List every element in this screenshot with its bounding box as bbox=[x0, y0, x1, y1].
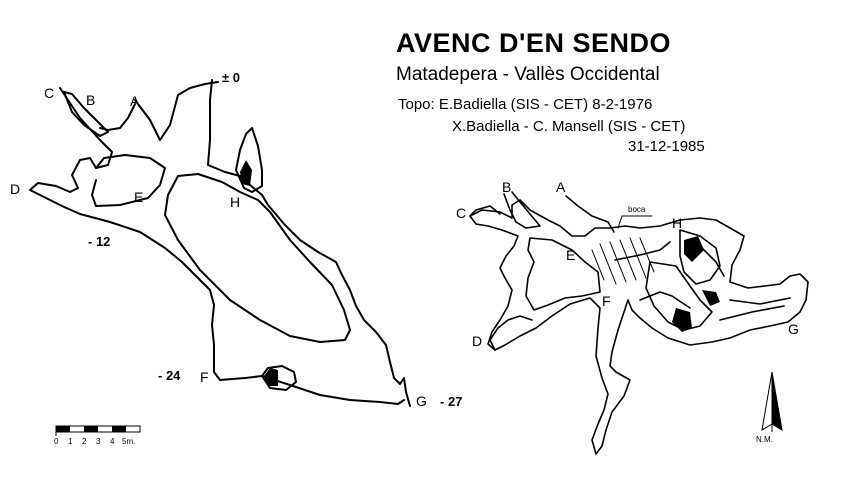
plan-contour-5 bbox=[699, 245, 725, 277]
depth-marker-24: - 24 bbox=[158, 368, 181, 383]
section-label-f: F bbox=[200, 369, 209, 385]
section-lower-boulder bbox=[261, 365, 297, 391]
page-title: AVENC D'EN SENDO bbox=[396, 28, 671, 58]
section-label-d: D bbox=[10, 181, 20, 197]
survey-credit-line-2: X.Badiella - C. Mansell (SIS - CET) bbox=[452, 118, 686, 135]
plan-label-d: D bbox=[472, 333, 482, 349]
scale-tick-0: 0 bbox=[54, 437, 59, 446]
section-view bbox=[29, 79, 411, 407]
scale-tick-4: 4 bbox=[110, 437, 115, 446]
scale-tick-2: 2 bbox=[82, 437, 87, 446]
plan-label-g: G bbox=[788, 321, 799, 337]
plan-entrance-label: boca bbox=[628, 205, 646, 214]
scale-tick-3: 3 bbox=[96, 437, 101, 446]
section-passage-b bbox=[63, 91, 109, 137]
plan-label-e: E bbox=[566, 247, 575, 263]
depth-marker-surface: ± 0 bbox=[222, 70, 240, 85]
plan-entrance-pointer bbox=[617, 215, 653, 229]
section-surface bbox=[134, 81, 219, 141]
plan-passage-c bbox=[469, 205, 501, 217]
section-label-e: E bbox=[134, 189, 143, 205]
north-arrow-label: N.M. bbox=[756, 435, 773, 444]
page-subtitle: Matadepera - Vallès Occidental bbox=[396, 64, 660, 85]
plan-label-b: B bbox=[502, 179, 511, 195]
scale-tick-5m: 5m. bbox=[122, 437, 135, 446]
plan-island bbox=[525, 237, 601, 311]
depth-marker-27: - 27 bbox=[440, 394, 462, 409]
section-alcove-shade bbox=[240, 160, 252, 186]
plan-pit-right bbox=[702, 290, 720, 306]
plan-contour-4 bbox=[639, 291, 691, 309]
section-label-c: C bbox=[44, 85, 54, 101]
plan-label-h: H bbox=[672, 215, 682, 231]
plan-outline bbox=[469, 199, 809, 455]
section-label-a: A bbox=[130, 93, 140, 109]
plan-view bbox=[469, 191, 809, 455]
section-central-pillar bbox=[164, 173, 351, 343]
plan-pit-h bbox=[684, 236, 704, 262]
plan-label-f: F bbox=[602, 293, 611, 309]
scale-bar bbox=[55, 425, 141, 436]
section-alcove-h bbox=[235, 127, 263, 193]
section-lower-floor bbox=[219, 375, 405, 405]
section-outer-wall bbox=[29, 87, 221, 381]
section-right-wall bbox=[207, 79, 411, 407]
plan-hatching bbox=[591, 237, 655, 285]
section-label-b: B bbox=[86, 92, 95, 108]
section-boulder-shade bbox=[264, 368, 278, 386]
plan-contour-2 bbox=[645, 261, 713, 331]
section-label-h: H bbox=[230, 194, 240, 210]
plan-contour-6 bbox=[729, 297, 791, 305]
plan-pit-lower bbox=[672, 308, 692, 332]
plan-label-c: C bbox=[456, 205, 466, 221]
plan-label-a: A bbox=[556, 179, 566, 195]
plan-passage-a bbox=[565, 195, 615, 233]
survey-credit-date: 31-12-1985 bbox=[628, 138, 705, 155]
survey-credit-line-1: Topo: E.Badiella (SIS - CET) 8-2-1976 bbox=[398, 96, 653, 113]
section-inner-passage bbox=[91, 154, 166, 207]
section-label-g: G bbox=[416, 393, 427, 409]
plan-passage-b bbox=[503, 191, 541, 229]
plan-contour-1 bbox=[679, 229, 721, 285]
north-arrow bbox=[761, 371, 783, 432]
scale-tick-1: 1 bbox=[68, 437, 73, 446]
plan-passage-d bbox=[489, 315, 533, 351]
plan-contour-7 bbox=[719, 305, 785, 321]
depth-marker-12: - 12 bbox=[88, 234, 110, 249]
